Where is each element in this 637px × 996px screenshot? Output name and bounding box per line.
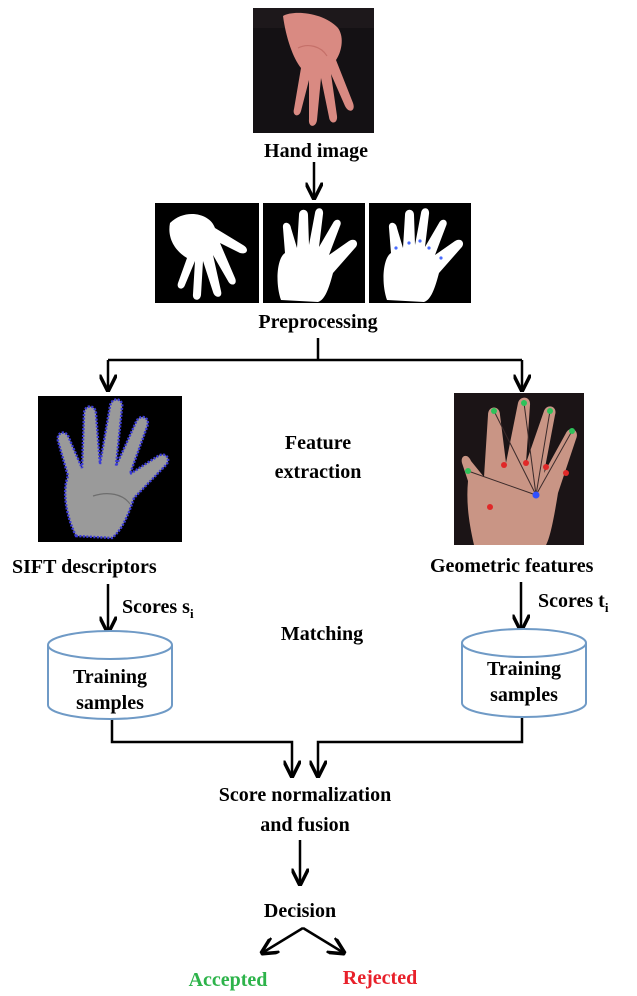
geometric-features-label: Geometric features — [430, 555, 594, 577]
decision-label: Decision — [263, 900, 337, 922]
feature-extraction-label-line1: Feature — [284, 432, 352, 454]
preprocessing-silhouette-2 — [263, 203, 365, 303]
score-fusion-label-line1: Score normalization — [218, 784, 392, 806]
preprocessing-silhouette-1 — [155, 203, 259, 303]
hand-photo — [253, 8, 374, 133]
scores-s-label: Scores si — [122, 596, 194, 621]
scores-t-label: Scores ti — [538, 590, 609, 615]
rejected-label: Rejected — [342, 967, 418, 989]
preprocessing-silhouette-3 — [369, 203, 471, 303]
training-database-left — [47, 630, 173, 720]
sift-descriptors-label: SIFT descriptors — [12, 556, 157, 578]
score-fusion-label-line2: and fusion — [260, 814, 350, 836]
preprocessing-label: Preprocessing — [258, 311, 378, 333]
matching-label: Matching — [280, 623, 364, 645]
sift-hand-image — [38, 396, 182, 542]
hand-image-label: Hand image — [264, 140, 368, 162]
accepted-label: Accepted — [188, 969, 268, 991]
training-database-right — [461, 628, 587, 718]
geometric-hand-image — [454, 393, 584, 545]
feature-extraction-label-line2: extraction — [274, 461, 362, 483]
